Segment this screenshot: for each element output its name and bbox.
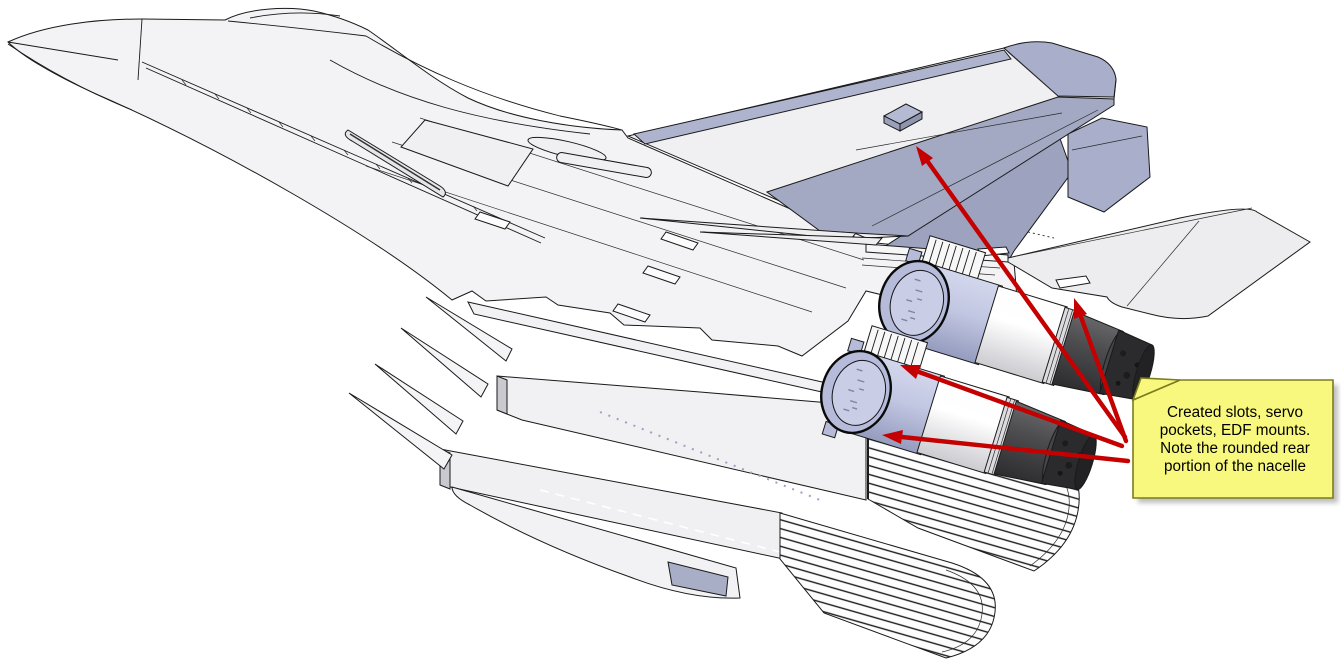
annotation-arrows (882, 146, 1131, 464)
annotation-arrow-nacelle (882, 430, 1131, 464)
sticky-note-fold (1131, 377, 1181, 402)
nacelle-spike-4 (348, 392, 453, 470)
pod-blue-wedge (667, 561, 729, 597)
body-hatch-panel (400, 119, 534, 187)
wing-root-rail (556, 152, 652, 178)
annotation-arrow-servo-pocket (916, 146, 1128, 440)
sticky-note-body (1132, 379, 1334, 499)
sticky-note-text-line-1: Created slots, servo (1167, 404, 1303, 421)
stabilizer (1007, 208, 1311, 320)
stabilizer-slot (1055, 275, 1091, 289)
nacelle-ribbed-rear-lower (779, 512, 996, 659)
canopy-frame-line (249, 12, 341, 19)
annotation-arrow-stab-slot (1074, 298, 1129, 444)
wing-root-spike-2 (699, 231, 884, 246)
elevon-panel (1067, 117, 1151, 213)
sticky-note-text-line-3: Note the rounded rear (1160, 440, 1310, 457)
wing-tip (1003, 41, 1117, 98)
annotation-arrow-edf-mount (900, 365, 1125, 449)
nacelle-spike-3 (374, 363, 464, 435)
wing-leading-edge (632, 49, 1012, 145)
canopy-base-line (227, 20, 367, 37)
wing-root-spike-1 (639, 217, 858, 241)
sticky-note-text-line-4: portion of the nacelle (1164, 458, 1306, 475)
nose-chine-line (7, 41, 119, 61)
nacelle-spike-2 (400, 327, 489, 398)
body-tabs (474, 211, 699, 323)
nacelle-spike-1 (425, 296, 513, 362)
nacelle-pod (451, 486, 741, 599)
sticky-note-text-line-2: pockets, EDF mounts. (1160, 422, 1310, 439)
aircraft-model (7, 7, 1311, 659)
sticky-note[interactable]: Created slots, servo pockets, EDF mounts… (1131, 377, 1338, 503)
hinge-strip (141, 61, 546, 244)
servo-cover-tab (882, 103, 924, 132)
